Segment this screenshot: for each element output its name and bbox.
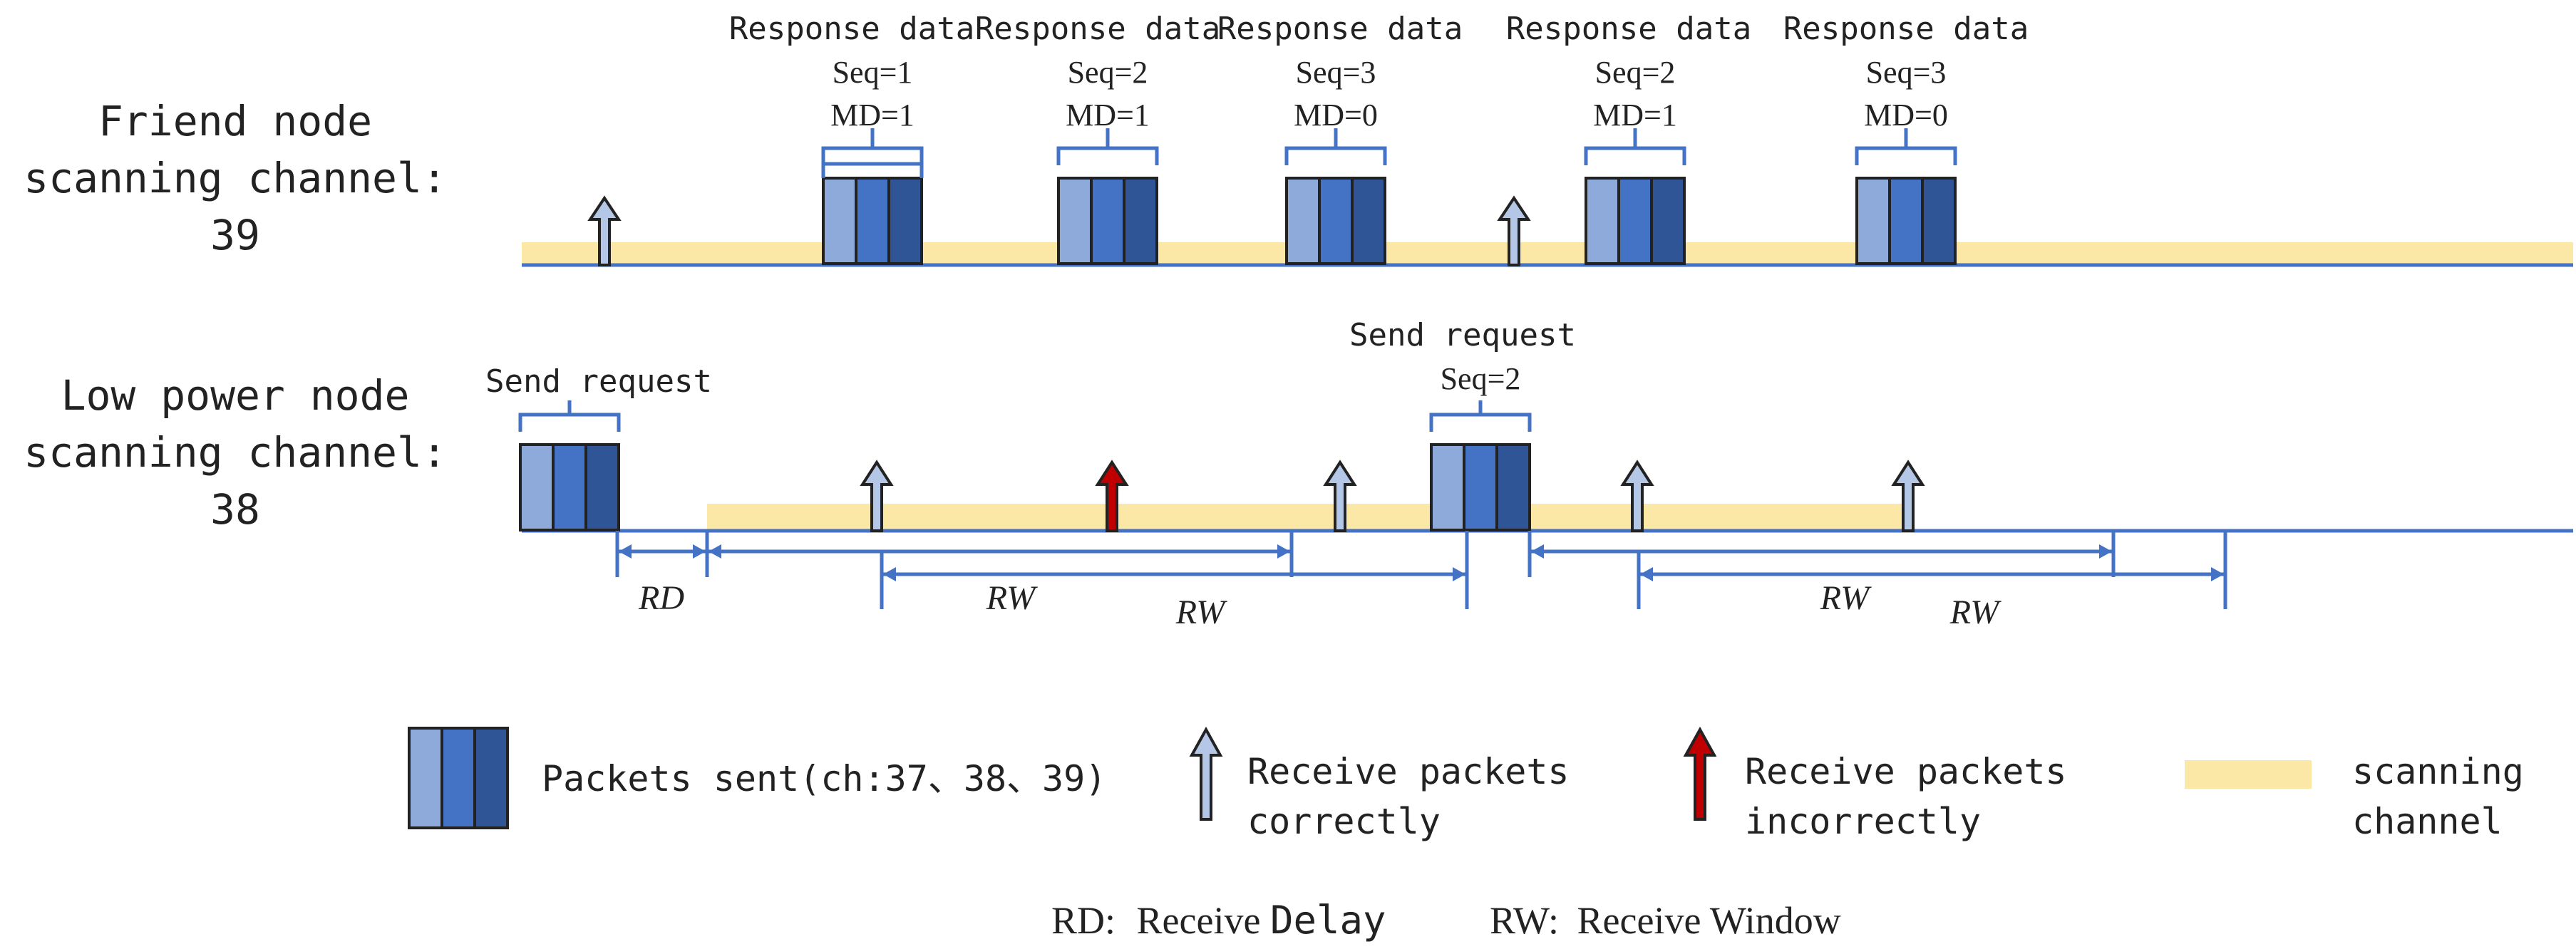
footer-rw-text: Receive Window <box>1577 899 1841 942</box>
footer-rw-definition: RW: Receive Window <box>1490 899 1841 942</box>
lpn-receive-correct-arrow-4 <box>1891 460 1925 532</box>
lpn-receive-correct-arrow-3 <box>1620 460 1654 532</box>
rd-interval-arrow <box>619 544 706 559</box>
rw-label-1: RW <box>986 579 1038 617</box>
lpn-packet-1-title: Send request <box>485 363 712 400</box>
friend-packet-5-seq: Seq=3 <box>1866 55 1947 90</box>
friend-packet-3-title: Response data <box>1217 11 1463 47</box>
friend-packet-2-title: Response data <box>975 11 1220 47</box>
friend-packet-1-seq: Seq=1 <box>833 55 913 90</box>
lpn-packet-2-title: Send request <box>1349 317 1576 353</box>
friend-node-label: Friend node scanning channel: 39 <box>24 97 447 259</box>
legend-channel-label-2: channel <box>2352 801 2503 842</box>
lpn-label-line-2: scanning channel: <box>24 428 447 477</box>
lpn-packet-2-seq: Seq=2 <box>1441 361 1521 396</box>
rw-label-3: RW <box>1820 579 1872 617</box>
rw-label-2: RW <box>1175 593 1227 631</box>
friend-packet-2 <box>1056 128 1159 265</box>
lpn-scanning-band-1 <box>707 504 1430 529</box>
rd-label: RD <box>638 579 684 617</box>
lpn-packet-2 <box>1429 400 1532 531</box>
footer-rd-abbr: RD: <box>1051 899 1116 942</box>
legend: Packets sent(ch:37、38、39) Receive packet… <box>408 726 2524 842</box>
friend-packet-3-md: MD=0 <box>1294 98 1378 133</box>
friend-packet-4-title: Response data <box>1506 11 1751 47</box>
lpn-label-line-3: 38 <box>210 485 260 534</box>
footer-rd-definition: RD: Receive Delay <box>1051 898 1386 943</box>
legend-correct-arrow-icon <box>1189 726 1223 821</box>
legend-packet-icon <box>408 727 509 829</box>
friend-packet-2-label: Response data Seq=2 MD=1 <box>975 11 1220 133</box>
friend-receive-arrow-1 <box>587 195 622 266</box>
lpn-receive-correct-arrow-2 <box>1323 460 1357 532</box>
friend-packet-4-label: Response data Seq=2 MD=1 <box>1506 11 1751 133</box>
footer-rd-text-b: Delay <box>1270 898 1386 943</box>
friend-packet-5-title: Response data <box>1783 11 2029 47</box>
rw-interval-arrow-2 <box>883 567 1465 581</box>
legend-correct-label-1: Receive packets <box>1247 751 1570 792</box>
friend-label-line-2: scanning channel: <box>24 154 447 202</box>
friend-packet-5-md: MD=0 <box>1864 98 1948 133</box>
legend-incorrect-label-2: incorrectly <box>1745 801 1981 842</box>
legend-correct-label-2: correctly <box>1247 801 1441 842</box>
lpn-timeline: Send request Send request Seq=2 <box>485 317 2573 533</box>
friend-packet-4-md: MD=1 <box>1593 98 1677 133</box>
legend-channel-swatch <box>2185 760 2312 789</box>
friend-packet-3-seq: Seq=3 <box>1296 55 1376 90</box>
friend-packet-1-md: MD=1 <box>830 98 915 133</box>
friend-packet-2-md: MD=1 <box>1066 98 1150 133</box>
friend-receive-arrow-2 <box>1497 195 1531 266</box>
friend-packet-2-seq: Seq=2 <box>1068 55 1148 90</box>
legend-packets-label: Packets sent(ch:37、38、39) <box>542 758 1106 799</box>
footer-rd-text-a: Receive <box>1137 899 1270 942</box>
lpn-label-line-1: Low power node <box>61 371 410 420</box>
legend-channel-label-1: scanning <box>2352 751 2524 792</box>
legend-incorrect-arrow-icon <box>1683 726 1717 821</box>
friend-packet-3 <box>1284 128 1387 265</box>
interval-markers <box>615 531 2227 609</box>
friend-packet-3-label: Response data Seq=3 MD=0 <box>1217 11 1463 133</box>
rw-interval-arrow-4 <box>1640 567 2224 581</box>
friend-packet-1-label: Response data Seq=1 MD=1 <box>729 11 974 133</box>
friend-packet-5-label: Response data Seq=3 MD=0 <box>1783 11 2029 133</box>
lpn-receive-correct-arrow-1 <box>860 460 894 532</box>
lpn-receive-incorrect-arrow <box>1095 460 1129 532</box>
friend-packet-1 <box>821 128 924 265</box>
footer-rw-abbr: RW: <box>1490 899 1559 942</box>
friend-packet-5 <box>1855 128 1957 265</box>
friend-packet-1-title: Response data <box>729 11 974 47</box>
rw-interval-arrow-3 <box>1531 544 2112 559</box>
legend-incorrect-label-1: Receive packets <box>1745 751 2067 792</box>
friend-timeline: Response data Seq=1 MD=1 Response data S… <box>522 11 2573 267</box>
friend-label-line-1: Friend node <box>98 97 372 145</box>
rw-label-4: RW <box>1949 593 2001 631</box>
footer-definitions: RD: Receive Delay RW: Receive Window <box>1051 898 1841 943</box>
friend-packet-4-seq: Seq=2 <box>1595 55 1676 90</box>
friend-label-line-3: 39 <box>210 211 260 259</box>
friend-packet-4 <box>1584 128 1686 265</box>
lpn-scanning-band-2 <box>1527 504 1912 529</box>
lpn-packet-1 <box>518 400 621 531</box>
rw-interval-arrow-1 <box>709 544 1290 559</box>
lpn-label: Low power node scanning channel: 38 <box>24 371 447 534</box>
